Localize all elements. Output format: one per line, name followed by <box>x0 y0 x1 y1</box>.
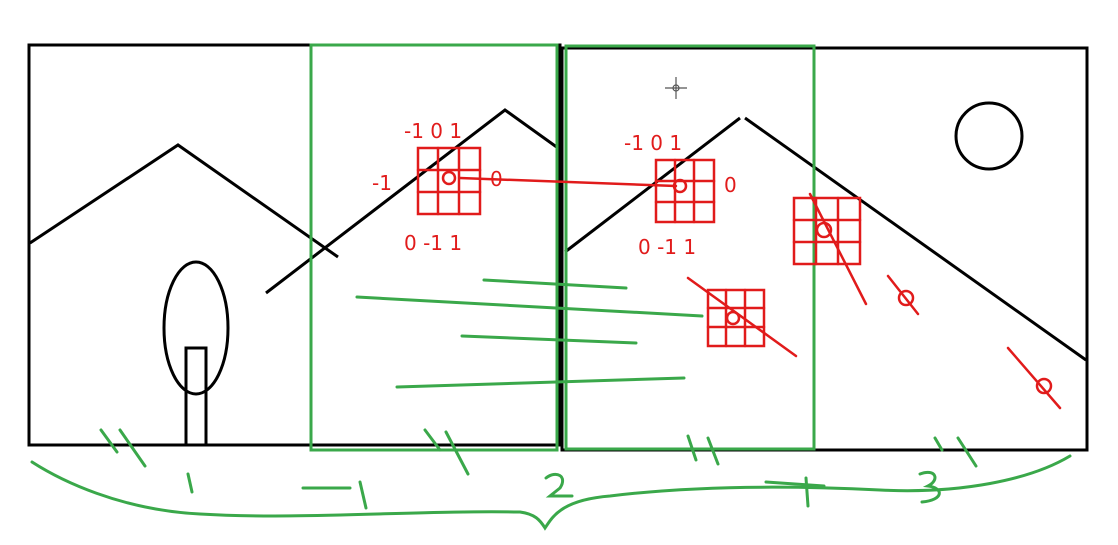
kernel-grid-3-frame <box>706 288 766 348</box>
kernel-grid-1-frame <box>416 146 482 216</box>
kernel-grid-2 <box>654 158 716 224</box>
kernel-top-row: -1 0 1 <box>404 119 462 143</box>
slope-line <box>686 276 798 358</box>
seam-mark <box>99 428 119 454</box>
cursor-center <box>672 84 680 92</box>
kernel2-top-row: -1 0 1 <box>624 131 682 155</box>
kernel2-mid-right: 0 <box>724 173 737 197</box>
kernel-grid-3 <box>686 276 798 358</box>
slope-point <box>1035 377 1053 395</box>
seam-mark <box>686 434 698 462</box>
panel-1-roof-line-2 <box>265 108 559 295</box>
match-line <box>395 376 686 389</box>
kernel-bottom-row: 0 -1 1 <box>404 231 462 255</box>
panel-1-roof-line <box>29 143 339 259</box>
kernel2-bottom-row: 0 -1 1 <box>638 235 696 259</box>
seam-mark <box>118 428 147 468</box>
seam-mark <box>956 436 978 468</box>
kernel-grid-1 <box>416 146 482 216</box>
correspondence-line <box>458 176 678 188</box>
label-3-stroke <box>918 471 941 504</box>
slope-point-line <box>1006 346 1062 410</box>
kernel-mid-left: -1 <box>372 171 392 195</box>
panel-2-frame <box>560 46 1089 452</box>
green-overlap-boxes <box>309 43 816 452</box>
overlap-box-right <box>564 44 816 451</box>
slope-point <box>897 289 915 307</box>
seam-marks <box>99 428 978 476</box>
panel-2 <box>560 46 1089 452</box>
tree-crown <box>162 260 230 396</box>
match-line <box>460 334 638 345</box>
panel-1 <box>27 43 562 447</box>
kernel-grid-2-frame <box>654 158 716 224</box>
kernel-grid-4 <box>792 192 868 306</box>
seam-mark <box>933 436 944 452</box>
crosshair-cursor-icon <box>665 77 687 99</box>
tree-trunk <box>184 346 208 447</box>
kernel-center <box>441 170 457 186</box>
plus-stroke-v <box>358 480 368 510</box>
slope-point-line <box>886 274 920 316</box>
panel-2-roof-right <box>744 116 1087 362</box>
kernel-grid-4-frame <box>792 196 862 266</box>
seam-mark <box>444 430 470 476</box>
seam-mark <box>423 428 442 452</box>
segment-labels <box>186 471 941 510</box>
overlap-box-left <box>309 43 559 452</box>
panel-1-frame <box>27 43 562 447</box>
label-1-stroke <box>186 472 194 494</box>
match-line <box>482 278 628 290</box>
brace-underline <box>30 454 1072 531</box>
plus2-stroke-h <box>764 480 826 488</box>
slope-line <box>808 192 868 306</box>
label-2-stroke <box>544 472 574 498</box>
red-annotations <box>416 146 1062 410</box>
red-labels: -1 0 1 -1 0 0 -1 1 -1 0 1 0 0 -1 1 <box>372 119 737 259</box>
sun-circle <box>954 101 1024 171</box>
plus2-stroke-v <box>804 476 810 508</box>
match-line <box>355 295 704 318</box>
green-match-lines <box>355 278 704 389</box>
kernel-center <box>672 178 688 194</box>
seam-mark <box>706 436 720 466</box>
kernel-mid-right: 0 <box>490 167 503 191</box>
